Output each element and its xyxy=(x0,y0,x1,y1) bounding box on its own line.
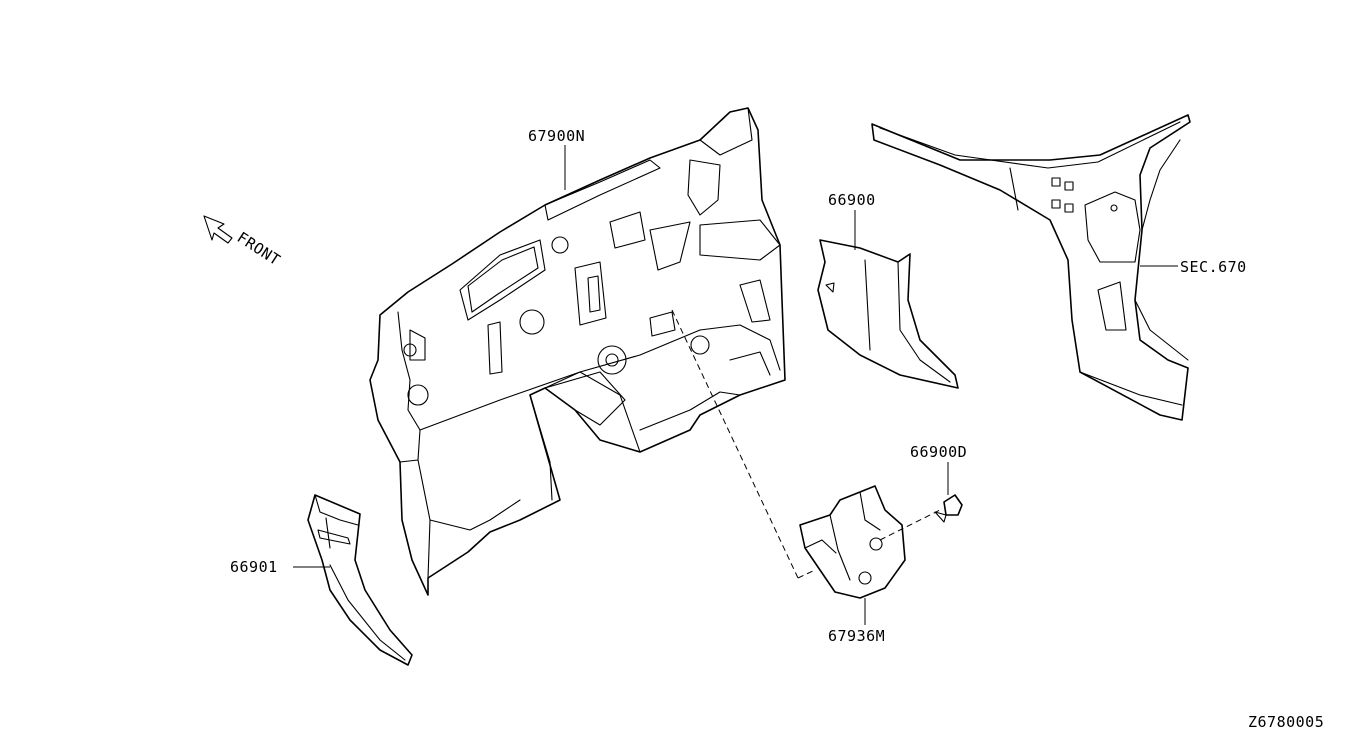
pillar-seal-part xyxy=(307,494,413,666)
front-arrow-icon xyxy=(203,215,233,244)
front-label: FRONT xyxy=(234,228,284,269)
front-indicator: FRONT xyxy=(203,215,284,269)
label-67936M: 67936M xyxy=(828,627,885,645)
label-sec670: SEC.670 xyxy=(1180,258,1247,276)
label-66901: 66901 xyxy=(230,558,278,576)
clip-part xyxy=(934,494,963,523)
diagram-code: Z6780005 xyxy=(1248,713,1324,731)
label-67900N: 67900N xyxy=(528,127,585,145)
label-66900: 66900 xyxy=(828,191,876,209)
dash-insulator-part xyxy=(369,107,786,596)
bracket-cover-part xyxy=(799,485,906,599)
side-panel-part xyxy=(817,239,959,389)
leader-lines xyxy=(293,145,1178,625)
label-66900D: 66900D xyxy=(910,443,967,461)
sec670-body-panel xyxy=(871,114,1191,421)
